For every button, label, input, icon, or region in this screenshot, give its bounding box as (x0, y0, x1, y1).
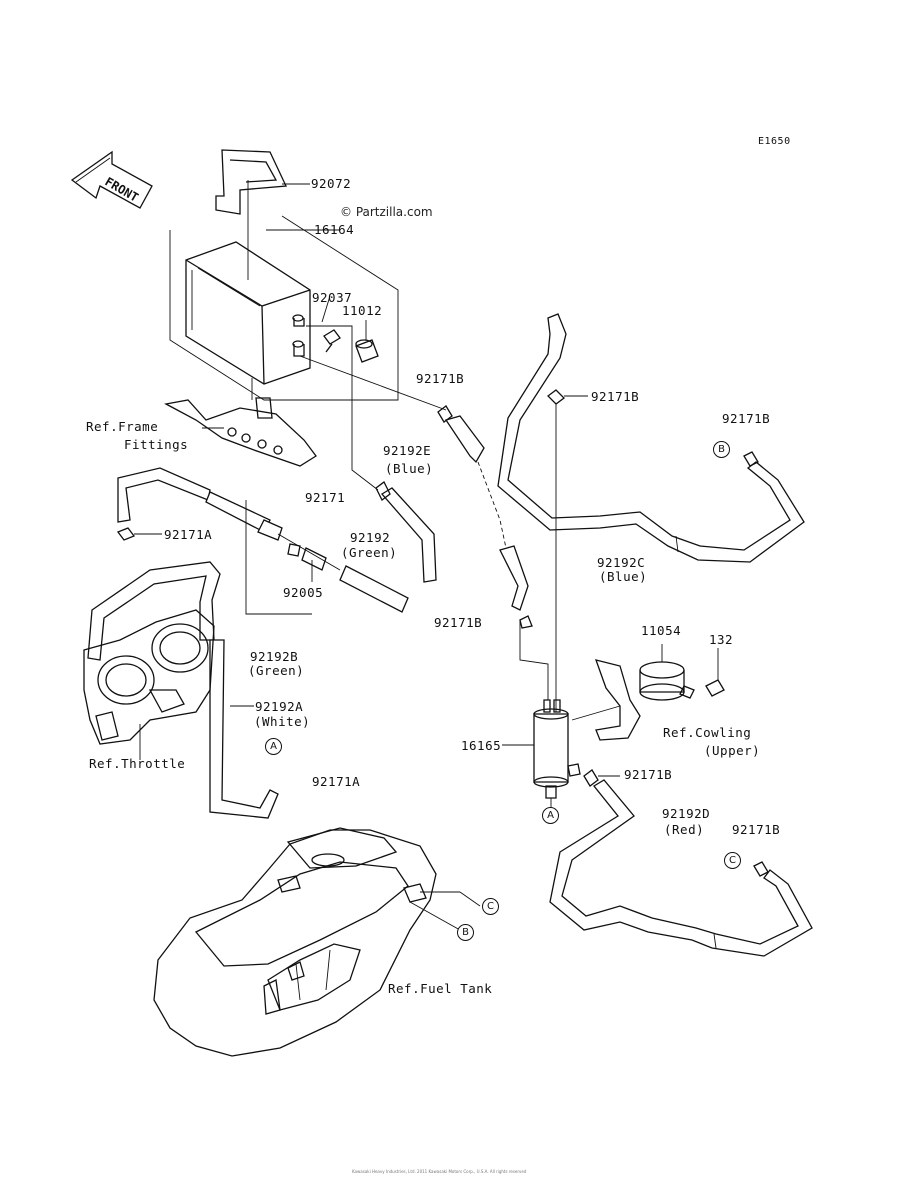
label-92037: 92037 (312, 290, 353, 305)
cap-11012 (355, 320, 379, 363)
label-11012: 11012 (342, 303, 383, 318)
label-ref-frame: Ref.Frame (86, 419, 159, 434)
label-11054: 11054 (641, 623, 682, 638)
fuel-tank (153, 827, 481, 1057)
label-green-1: (Green) (341, 545, 398, 560)
bolt-132 (705, 648, 725, 697)
callout-b-tank: B (457, 924, 474, 941)
label-92171B-2: 92171B (591, 389, 640, 404)
watermark: © Partzilla.com (340, 205, 433, 219)
label-blue-2: (Blue) (599, 569, 648, 584)
clamp-92171A (116, 527, 162, 541)
label-ref-cowling: Ref.Cowling (663, 725, 752, 740)
label-92192C: 92192C (597, 555, 646, 570)
clamp-92171B-right (743, 451, 759, 467)
label-92171B-5: 92171B (624, 767, 673, 782)
callout-c-tank: C (482, 898, 499, 915)
clamp-92171B-top (547, 389, 588, 712)
callout-a-bottom: A (542, 807, 559, 824)
label-92171B-1: 92171B (416, 371, 465, 386)
hose-92192E (437, 405, 529, 611)
bracket-11054 (571, 644, 695, 741)
hose-92192 (375, 481, 437, 583)
label-92192E: 92192E (383, 443, 432, 458)
front-arrow-icon: FRONT (70, 150, 153, 209)
label-92171: 92171 (305, 490, 346, 505)
label-red: (Red) (664, 822, 705, 837)
label-92072: 92072 (311, 176, 352, 191)
front-arrow-text: FRONT (103, 174, 141, 204)
label-132: 132 (709, 632, 734, 647)
hose-92192C (497, 313, 805, 563)
frame-fittings (164, 378, 317, 467)
label-92171A-1: 92171A (164, 527, 213, 542)
label-ref-throttle: Ref.Throttle (89, 756, 186, 771)
label-92171A-2: 92171A (312, 774, 361, 789)
strap-92072 (215, 149, 310, 215)
hose-92192A (87, 561, 279, 819)
callout-c-right: C (724, 852, 741, 869)
clamp-92037 (323, 329, 341, 353)
label-upper: (Upper) (704, 743, 761, 758)
callout-a-top: A (265, 738, 282, 755)
label-92005: 92005 (283, 585, 324, 600)
label-ref-fuel-tank: Ref.Fuel Tank (388, 981, 493, 996)
label-92192D: 92192D (662, 806, 711, 821)
diagram-code: E1650 (758, 136, 791, 147)
copyright-footer: Kawasaki Heavy Industries, Ltd. 2011 Kaw… (352, 1169, 527, 1174)
label-92171B-4: 92171B (434, 615, 483, 630)
label-white: (White) (254, 714, 311, 729)
label-92171B-3: 92171B (722, 411, 771, 426)
label-92192B: 92192B (250, 649, 299, 664)
label-16165: 16165 (461, 738, 502, 753)
label-16164: 16164 (314, 222, 355, 237)
label-92192: 92192 (350, 530, 391, 545)
canister-16164 (169, 180, 399, 401)
throttle-body (83, 609, 215, 760)
hose-92192B (117, 467, 409, 615)
callout-b-right: B (713, 441, 730, 458)
label-fittings: Fittings (124, 437, 189, 452)
separator-16165 (502, 615, 581, 808)
label-92171B-6: 92171B (732, 822, 781, 837)
label-green-2: (Green) (248, 663, 305, 678)
label-blue-1: (Blue) (385, 461, 434, 476)
label-92192A: 92192A (255, 699, 304, 714)
hose-92192D (549, 769, 813, 957)
